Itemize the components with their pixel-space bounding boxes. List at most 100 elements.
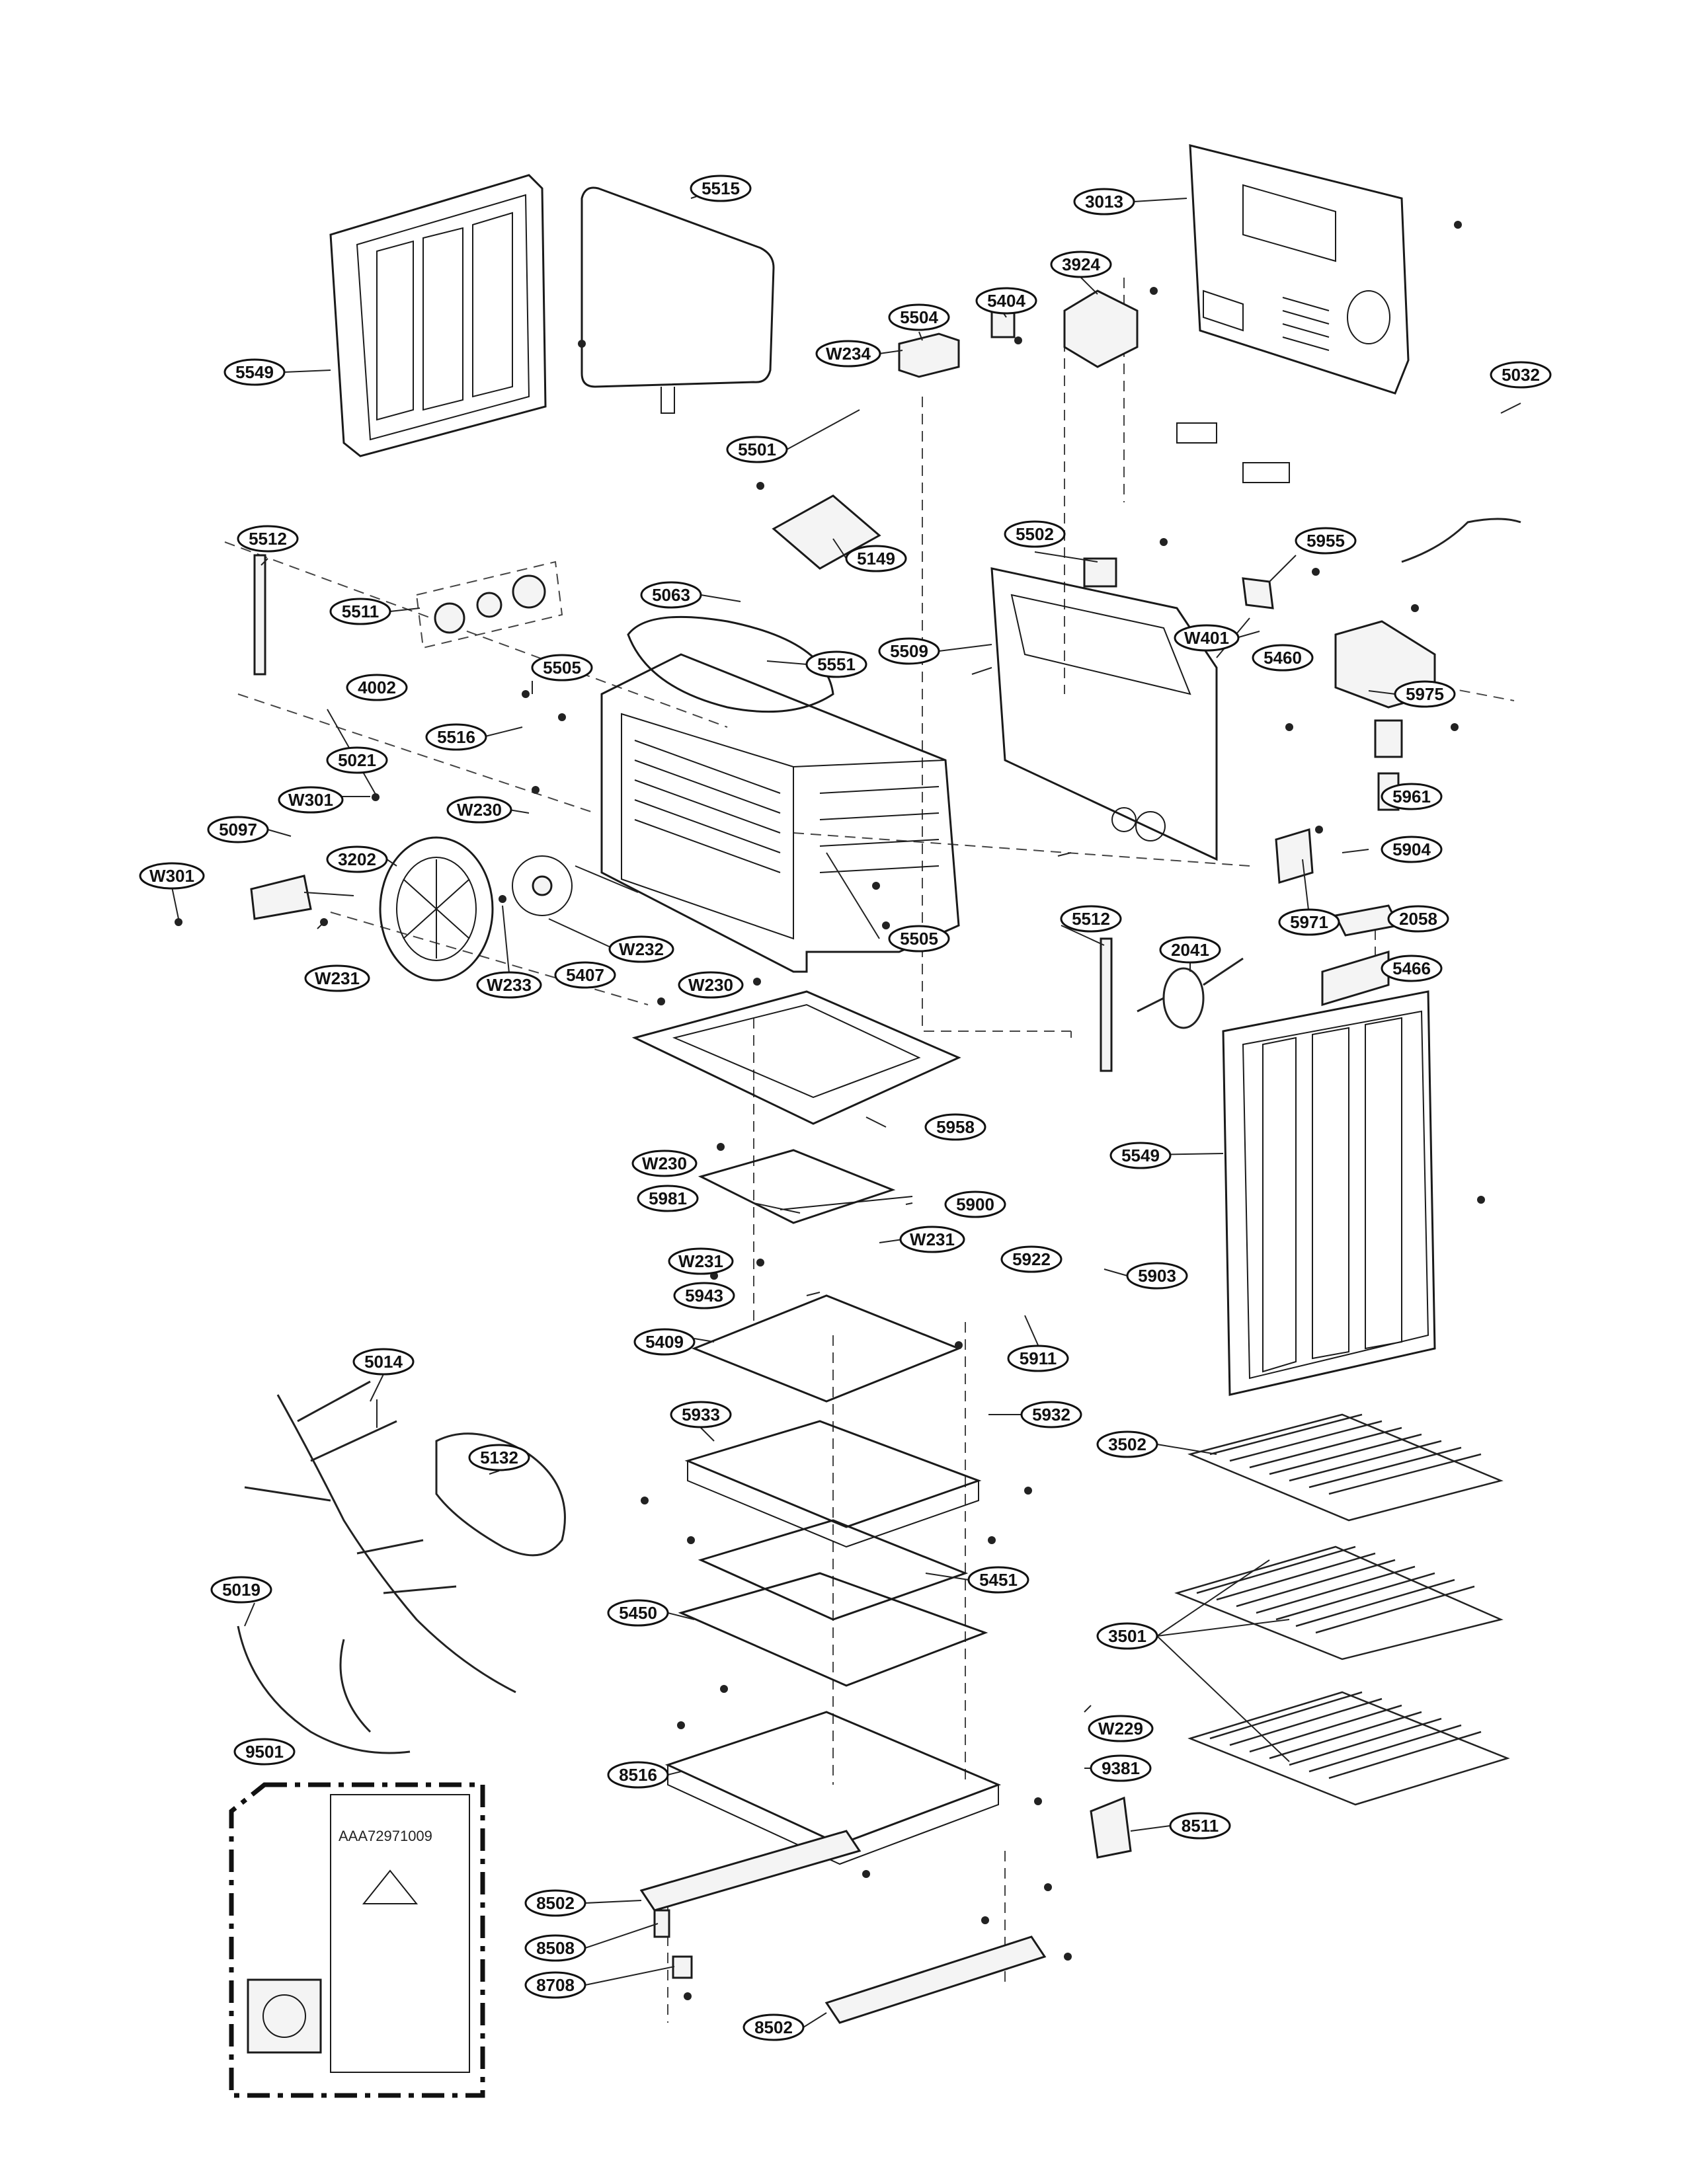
svg-text:W234: W234 (826, 344, 871, 364)
callout-5958: 5958 (924, 1113, 986, 1141)
svg-text:9501: 9501 (245, 1742, 284, 1762)
svg-text:5551: 5551 (817, 654, 856, 674)
svg-text:5097: 5097 (219, 820, 257, 839)
callout-5032: 5032 (1490, 361, 1552, 389)
svg-text:5981: 5981 (649, 1189, 687, 1208)
callout-W234: W234 (815, 340, 881, 368)
callout-3013: 3013 (1073, 188, 1135, 215)
screws (175, 221, 1485, 2000)
svg-text:W231: W231 (678, 1251, 723, 1271)
callout-5943: 5943 (673, 1282, 735, 1309)
callout-W231-middle: W231 (668, 1247, 734, 1275)
svg-text:5063: 5063 (652, 585, 690, 605)
callout-5504: 5504 (888, 303, 950, 331)
svg-text:5509: 5509 (890, 641, 928, 661)
callout-5900: 5900 (944, 1190, 1006, 1218)
callout-5505-top: 5505 (531, 654, 593, 682)
svg-text:W229: W229 (1098, 1719, 1143, 1738)
callout-8708: 8708 (524, 1971, 586, 1999)
bottom-panel-5958 (631, 990, 961, 1125)
svg-text:2058: 2058 (1399, 909, 1437, 929)
callout-5404: 5404 (975, 287, 1037, 315)
svg-text:8508: 8508 (536, 1938, 575, 1958)
svg-text:2041: 2041 (1171, 940, 1209, 960)
callout-5515: 5515 (690, 175, 752, 202)
svg-text:5932: 5932 (1032, 1405, 1070, 1424)
svg-text:5404: 5404 (987, 291, 1025, 311)
svg-text:5922: 5922 (1012, 1249, 1051, 1269)
bracket-8511 (1090, 1796, 1132, 1859)
callout-5502: 5502 (1004, 520, 1066, 548)
callout-5132: 5132 (468, 1444, 530, 1471)
callout-2041: 2041 (1159, 936, 1221, 964)
svg-text:5515: 5515 (702, 178, 740, 198)
thermostat-5955 (1242, 577, 1274, 609)
svg-text:5904: 5904 (1392, 839, 1431, 859)
rail-8502-lower (824, 1935, 1047, 2024)
svg-text:W231: W231 (315, 968, 360, 988)
svg-text:3501: 3501 (1108, 1626, 1146, 1646)
kit-9501: AAA72971009 (229, 1782, 485, 2098)
side-panel-left (329, 174, 547, 457)
svg-text:5505: 5505 (543, 658, 581, 678)
callout-5019: 5019 (210, 1576, 272, 1604)
component-5502 (1083, 557, 1117, 588)
callout-W230-lower: W230 (631, 1150, 698, 1177)
callout-5149: 5149 (845, 545, 907, 572)
bracket-3924 (1063, 290, 1139, 368)
callout-5097: 5097 (207, 816, 269, 843)
svg-text:W230: W230 (457, 800, 502, 820)
fan-5407 (512, 855, 573, 916)
svg-text:5149: 5149 (857, 549, 895, 568)
callout-5511: 5511 (329, 598, 391, 625)
fan-cover-3202 (379, 836, 494, 982)
wire-harness-5014 (244, 1380, 516, 1733)
callout-5014: 5014 (352, 1348, 415, 1376)
callout-W231-left: W231 (304, 964, 370, 992)
callout-W230-middle: W230 (678, 971, 744, 999)
foot-8708 (672, 1955, 693, 1979)
svg-text:5511: 5511 (342, 602, 379, 621)
svg-text:5955: 5955 (1306, 531, 1345, 551)
oven-rack-3502 (1187, 1413, 1504, 1522)
callout-5932: 5932 (1020, 1401, 1082, 1428)
side-panel-right (1222, 990, 1436, 1396)
svg-text:5971: 5971 (1290, 912, 1328, 932)
callout-9501: 9501 (233, 1738, 296, 1766)
callout-8511: 8511 (1169, 1812, 1231, 1840)
callout-4002: 4002 (346, 674, 408, 701)
svg-text:5961: 5961 (1392, 787, 1431, 806)
svg-text:8502: 8502 (754, 2017, 793, 2037)
svg-text:5450: 5450 (619, 1603, 657, 1623)
wire-5032 (1401, 518, 1521, 563)
svg-text:5409: 5409 (645, 1332, 684, 1352)
svg-text:W230: W230 (642, 1153, 687, 1173)
svg-text:8511: 8511 (1182, 1816, 1219, 1836)
callout-3501: 3501 (1096, 1622, 1158, 1650)
oven-cavity (600, 653, 960, 973)
callout-5933: 5933 (670, 1401, 732, 1428)
block-5971 (1275, 828, 1314, 884)
svg-text:W232: W232 (619, 939, 664, 959)
callout-5971: 5971 (1278, 908, 1340, 936)
callout-5516: 5516 (425, 723, 487, 751)
callout-5501: 5501 (726, 436, 788, 463)
callout-2058: 2058 (1387, 905, 1449, 933)
svg-text:5911: 5911 (1020, 1348, 1057, 1368)
callout-5922: 5922 (1000, 1245, 1063, 1273)
tray-5933 (684, 1420, 982, 1548)
svg-text:W231: W231 (910, 1229, 955, 1249)
plate-5450 (678, 1572, 988, 1687)
control-bracket-5509 (990, 567, 1218, 861)
svg-text:3202: 3202 (338, 849, 376, 869)
svg-text:5549: 5549 (235, 362, 274, 382)
callout-8502-upper: 8502 (524, 1889, 586, 1917)
callout-W301-lower: W301 (139, 862, 205, 890)
callout-5505-bottom: 5505 (888, 925, 950, 953)
rear-panel (1176, 144, 1410, 483)
svg-text:5502: 5502 (1016, 524, 1054, 544)
svg-text:5032: 5032 (1502, 365, 1540, 385)
callout-5450: 5450 (607, 1599, 669, 1627)
callout-5551: 5551 (805, 650, 867, 678)
svg-text:5021: 5021 (338, 750, 376, 770)
